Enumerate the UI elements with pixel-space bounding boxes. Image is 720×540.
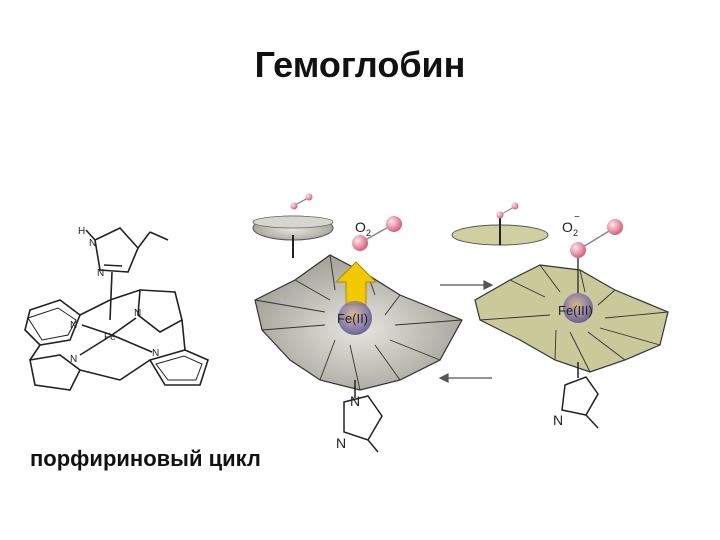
- small-atom: [511, 202, 519, 210]
- arrow-forward: [483, 280, 494, 290]
- n-label: N: [97, 268, 104, 279]
- hydrogen-label: H: [78, 226, 85, 237]
- small-atom: [305, 193, 313, 201]
- fe-label: Fe: [104, 332, 116, 343]
- n-label: N: [70, 354, 77, 365]
- heme-fe2-panel: [252, 193, 463, 453]
- arrow-back: [438, 373, 449, 383]
- iron-atom: [563, 293, 593, 323]
- pyrrole-ring-a: [24, 299, 81, 346]
- small-atom: [496, 211, 504, 219]
- oxygen-label: O: [355, 219, 366, 235]
- n-label: N: [70, 320, 77, 331]
- oxygen-atom: [386, 216, 402, 232]
- small-atom: [290, 202, 298, 210]
- pyrrole-ring-d: [29, 354, 82, 391]
- page-title: Гемоглобин: [254, 44, 466, 85]
- pyrrole-ring-b: [137, 289, 183, 333]
- oxygen-atom: [352, 235, 368, 251]
- n-label: N: [553, 412, 563, 428]
- heme-fe3-panel: [451, 202, 669, 429]
- caption: порфириновый цикл: [30, 446, 261, 471]
- oxygen-atom: [607, 219, 623, 235]
- n-label: N: [350, 393, 360, 409]
- imidazole-ring: [94, 227, 139, 273]
- n-label: N: [134, 308, 141, 319]
- oxygen-label: O: [562, 219, 573, 235]
- n-label: N: [89, 238, 96, 249]
- iron-atom: [338, 301, 372, 335]
- n-label: N: [336, 435, 346, 451]
- oxygen-superscript: −: [574, 212, 580, 223]
- oxygen-subscript: 2: [573, 228, 578, 238]
- oxygen-subscript: 2: [366, 228, 371, 238]
- oxygen-atom: [570, 242, 586, 258]
- histidine-ring: [561, 376, 599, 416]
- iron-label: Fe(III): [558, 303, 593, 318]
- n-label: N: [152, 348, 159, 359]
- porphyrin-structure: [24, 227, 209, 391]
- pyrrole-ring-c: [148, 349, 209, 386]
- iron-label: Fe(II): [337, 311, 368, 326]
- binding-arrow-up: [334, 261, 378, 306]
- histidine-ring: [343, 395, 383, 441]
- transition-arrows: [438, 280, 494, 383]
